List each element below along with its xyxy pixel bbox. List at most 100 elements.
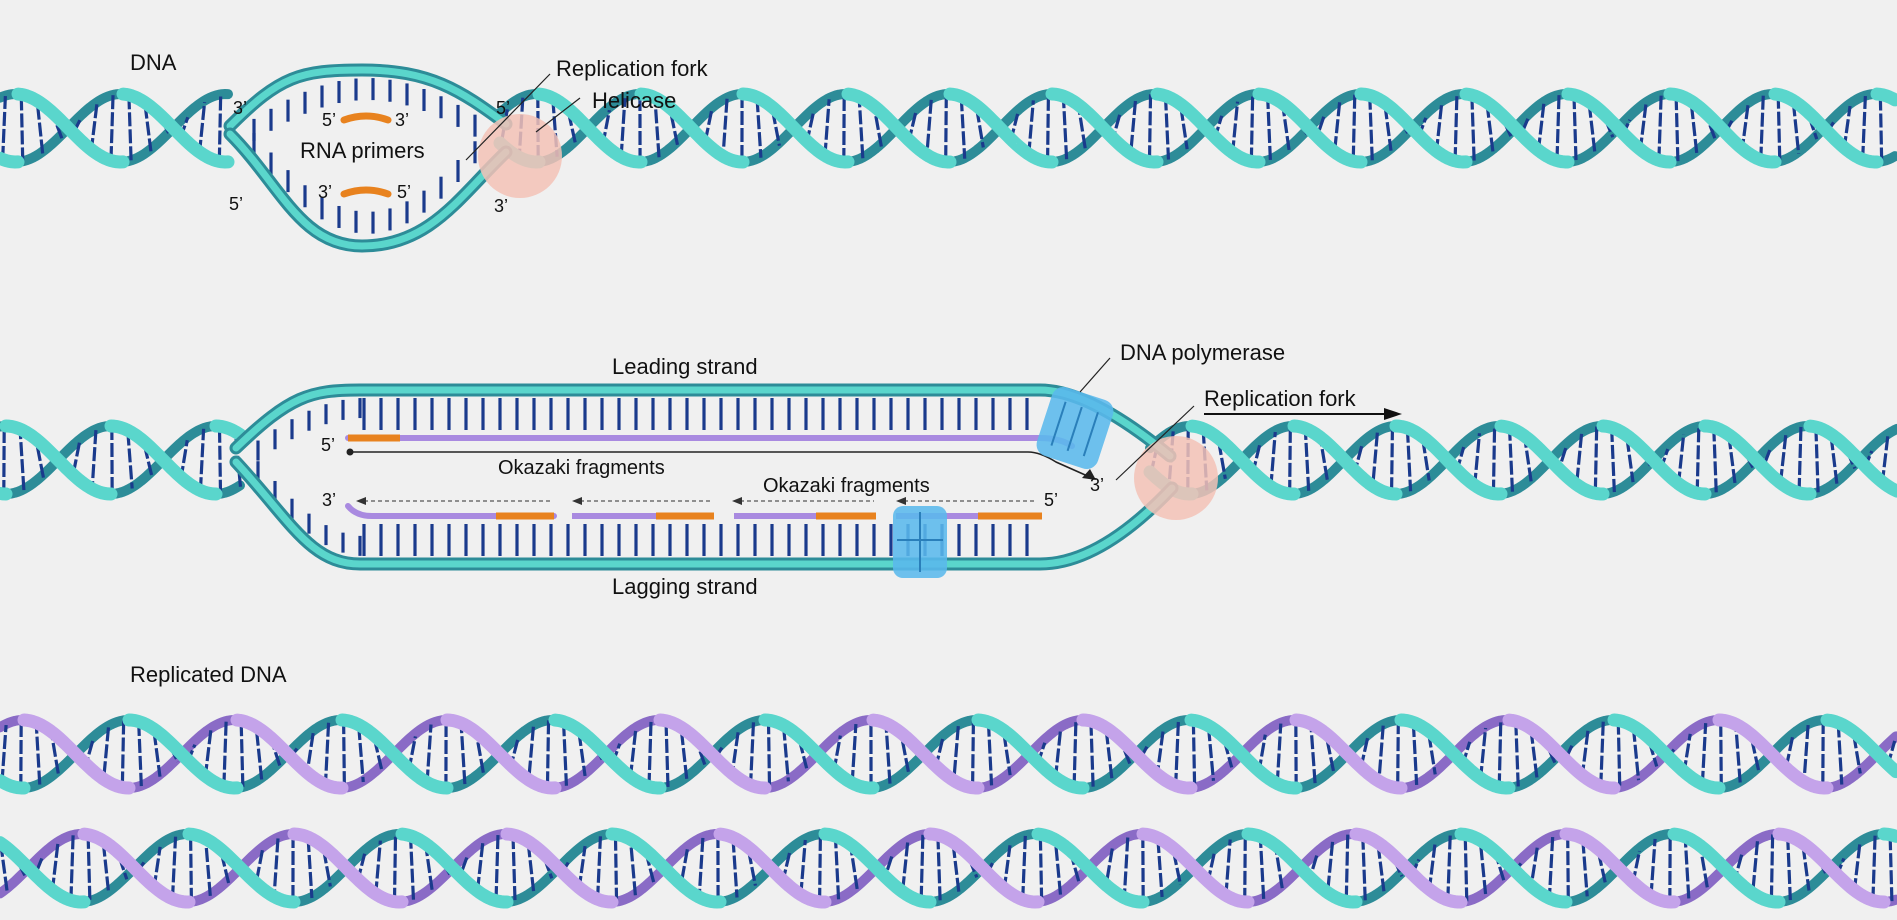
strand-b-front-segment [1289,713,1408,795]
base-pair-rung [143,104,153,152]
base-pair-rung [1587,103,1597,153]
strand-a-front-segment [287,827,409,909]
helix-1-front-strand [0,713,1897,795]
strand-a-front-segment [335,713,454,795]
parental-bottom-strand [232,458,1176,568]
strand-a-front-segment [532,87,648,169]
fork-3prime-label: 3’ [1090,475,1104,495]
base-pair-rung [1191,720,1197,788]
base-pair-rung [1163,96,1171,160]
base-pair-rung [1814,427,1820,493]
base-pair-rung [1712,427,1718,493]
strand-b-front-segment [0,836,91,909]
strand-b-front-segment [605,827,727,909]
primer-bottom-3prime: 3’ [318,182,332,202]
base-pair-rung [721,98,729,158]
strand-a-back-segment [0,829,89,899]
base-pair-rung [1038,834,1044,902]
base-pair-rung [1072,720,1078,788]
end-label-bottom-right-3prime: 3’ [494,196,508,216]
strand-b-front-segment [1667,827,1786,909]
leading-start-dot [346,448,354,456]
strand-a-front-segment [1803,419,1897,498]
base-pair-rung [1657,95,1663,161]
base-pair-rung [1147,94,1153,162]
base-pair-rung [392,834,398,902]
base-pair-rung [1689,102,1699,154]
base-pair-rung [936,835,942,901]
base-pair-rung [272,838,280,898]
base-pair-rung [629,840,637,896]
base-pair-rung [1122,837,1130,899]
base-pair-rung [239,720,245,788]
base-pair-rung [857,97,865,159]
strand-a-front-segment [116,87,235,169]
base-pair-rung [1281,105,1291,151]
base-pair-rung [1776,94,1782,162]
base-pair-rung [1,96,7,160]
base-pair-rung [342,720,346,788]
dna-polymerase-leading [1036,386,1114,470]
base-pair-rung [1377,725,1385,783]
strand-a-back-segment [495,89,544,118]
base-pair-rung [1695,426,1701,494]
base-pair-rung [34,723,42,785]
rna-primer-top [340,112,392,124]
strand-b-front-segment [1663,87,1782,169]
base-pair-rung [1719,720,1723,788]
base-pair-rung [0,845,9,891]
strand-b-front-segment [1459,87,1575,169]
base-pair-rung [1478,841,1488,895]
base-pair-rung [323,722,331,786]
base-pair-rung [475,735,485,773]
base-pair-rung [126,431,134,489]
base-pair-rung [527,726,535,782]
base-pair-rung [1802,724,1810,784]
parental-top-strand [232,386,1174,460]
strand-b-front-segment [1698,419,1817,501]
base-pair-rung [1453,94,1459,162]
helix-2-base-pairs [0,834,1894,902]
base-pair-rung [374,840,382,896]
strand-a-front-segment [1820,713,1897,779]
base-pair-rung [1411,722,1419,786]
base-pair-rung [1266,96,1272,160]
base-pairs [2,398,1890,556]
base-pair-rung [766,720,772,788]
base-pair-rung [222,721,228,787]
strand-b-front-segment [841,87,957,169]
base-pair-rung [595,836,603,900]
end-label-top-right-5prime: 5’ [496,98,510,118]
okazaki-fragments-label-2: Okazaki fragments [763,475,930,497]
primer-top-5prime: 5’ [322,110,336,130]
base-pair-rung [1888,834,1894,902]
base-pair-rung [1871,835,1877,901]
base-pair-rung [1759,95,1765,161]
helicase-leader [535,97,581,133]
strand-a-front-segment [1389,419,1508,501]
base-pair-rung [35,102,45,154]
base-pair-rung [1361,835,1367,901]
fork-direction-arrowhead [1384,408,1402,420]
strand-a-front-segment [1349,827,1468,909]
strand-b-front-segment [1076,713,1198,795]
helicase-label: Helicase [592,88,676,113]
primer-top-3prime: 3’ [395,110,409,130]
base-pair-rung [1566,834,1570,902]
strand-b-front-segment [818,827,937,909]
base-pair-rung [408,836,416,900]
base-pair-rung [1463,834,1469,902]
strand-a-front-segment [1394,713,1516,795]
strand-a-front-segment [1772,827,1891,909]
lagging-5prime-label: 5’ [1044,490,1058,510]
strand-b-front-segment [0,419,118,501]
base-pair-rung [799,839,807,897]
base-pair-rung [1610,427,1616,493]
base-pair-rung [1786,835,1792,901]
base-pair-rung [1174,721,1180,787]
base-pair-rung [1045,94,1051,162]
base-pair-rung [188,834,194,902]
base-pair-rung [1599,721,1605,787]
base-pair-rung [1077,107,1087,149]
